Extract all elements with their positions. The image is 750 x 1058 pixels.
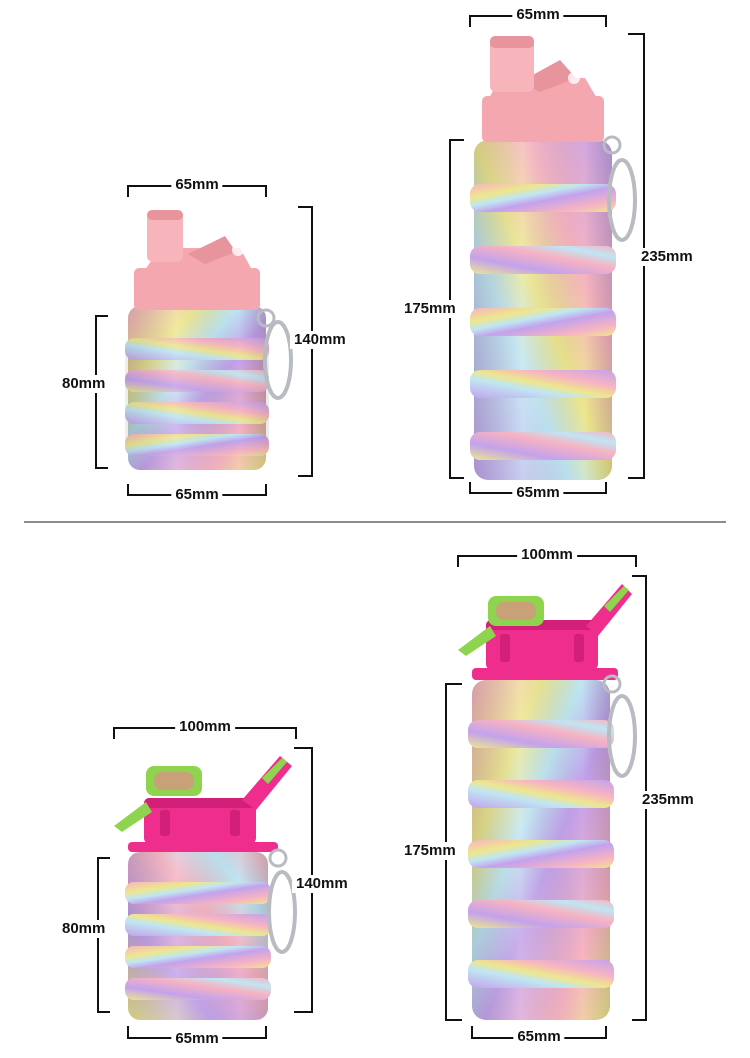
- dimension-label-width-bottom: 65mm: [171, 1030, 223, 1048]
- collapsible-body: [125, 852, 271, 1020]
- dimension-label-width-bottom: 65mm: [171, 486, 223, 504]
- lid: [134, 210, 260, 310]
- dimension-label-height-total: 235mm: [638, 791, 698, 809]
- collapsible-body: [125, 306, 269, 470]
- bottle-pink-collapsed: [95, 185, 313, 496]
- dimension-label-height-body: 80mm: [58, 920, 110, 938]
- dimension-label-width-bottom: 65mm: [512, 484, 564, 502]
- dimension-label-width-top: 65mm: [512, 6, 564, 24]
- bottle-magenta-expanded: [445, 555, 647, 1039]
- bottle-magenta-collapsed: [97, 727, 313, 1039]
- dimension-label-height-total: 235mm: [637, 248, 697, 266]
- collapsible-body: [470, 140, 616, 480]
- dimension-label-height-total: 140mm: [292, 875, 352, 893]
- carabiner-icon: [267, 848, 297, 954]
- collapsible-body: [468, 680, 614, 1020]
- dimension-label-height-body: 80mm: [58, 375, 110, 393]
- dimension-label-width-top: 65mm: [171, 176, 223, 194]
- dimension-label-height-body: 175mm: [400, 842, 460, 860]
- lid: [482, 36, 604, 142]
- bottle-pink-expanded: [449, 15, 645, 494]
- dimension-label-width-bottom: 65mm: [513, 1028, 565, 1046]
- dimension-label-height-body: 175mm: [400, 300, 460, 318]
- dimension-label-width-top: 100mm: [175, 718, 235, 736]
- carabiner-icon: [602, 674, 637, 778]
- dimension-label-width-top: 100mm: [517, 546, 577, 564]
- lid: [458, 584, 632, 680]
- lid: [114, 756, 292, 852]
- dimension-label-height-total: 140mm: [290, 331, 350, 349]
- carabiner-icon: [256, 308, 293, 400]
- carabiner-icon: [602, 135, 637, 242]
